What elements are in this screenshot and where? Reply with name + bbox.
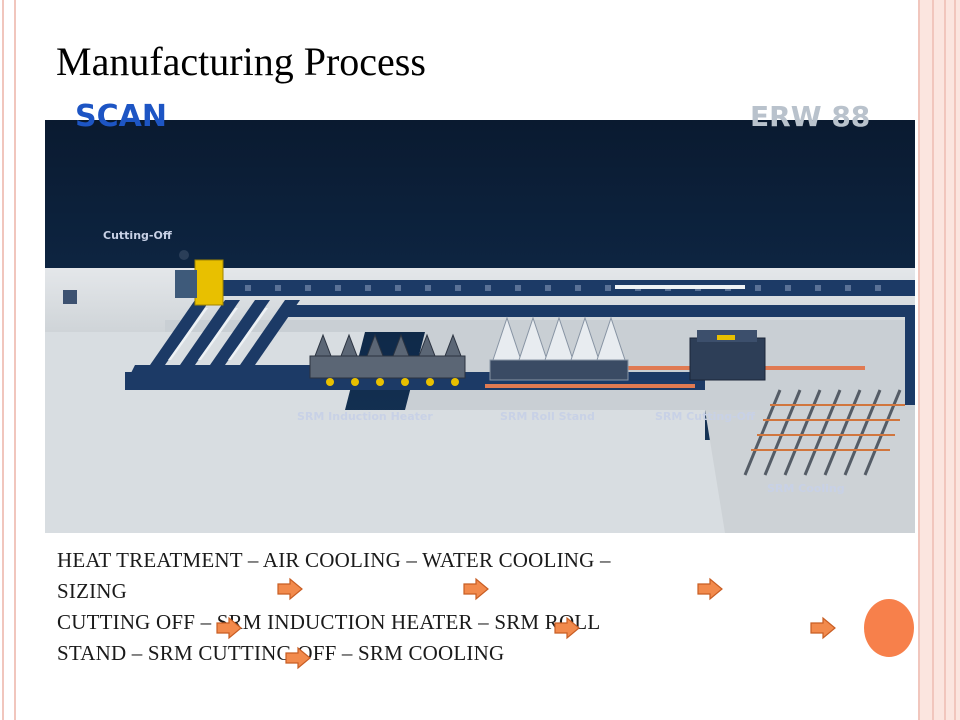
brand-text: SCAN [75, 99, 167, 134]
right-arrow-icon [285, 646, 311, 670]
process-line-1: HEAT TREATMENT – AIR COOLING – WATER COO… [57, 548, 611, 572]
label-srm-cutting-off: SRM Cutting-Off [655, 410, 755, 423]
slide-title: Manufacturing Process [56, 39, 426, 84]
decorative-orange-circle [864, 599, 914, 657]
model-text: ERW 88 [750, 100, 870, 133]
process-line-4: STAND – SRM CUTTING OFF – SRM COOLING [57, 641, 505, 665]
right-arrow-icon [810, 616, 836, 640]
process-line-2: SIZING [57, 579, 128, 603]
right-arrow-icon [697, 577, 723, 601]
label-cutting-off: Cutting-Off [103, 229, 172, 242]
label-roll-stand: SRM Roll Stand [500, 410, 595, 423]
right-arrow-icon [216, 616, 242, 640]
process-diagram-picture: SCAN ERW 88 [45, 99, 915, 533]
process-steps-text: HEAT TREATMENT – AIR COOLING – WATER COO… [57, 545, 857, 669]
left-decorative-border [2, 0, 16, 720]
right-arrow-icon [554, 616, 580, 640]
right-decorative-border [918, 0, 960, 720]
label-induction-heater: SRM Induction Heater [297, 410, 433, 423]
right-arrow-icon [277, 577, 303, 601]
right-arrow-icon [463, 577, 489, 601]
label-cooling: SRM Cooling [767, 482, 845, 495]
process-line-3: CUTTING OFF – SRM INDUCTION HEATER – SRM… [57, 610, 601, 634]
